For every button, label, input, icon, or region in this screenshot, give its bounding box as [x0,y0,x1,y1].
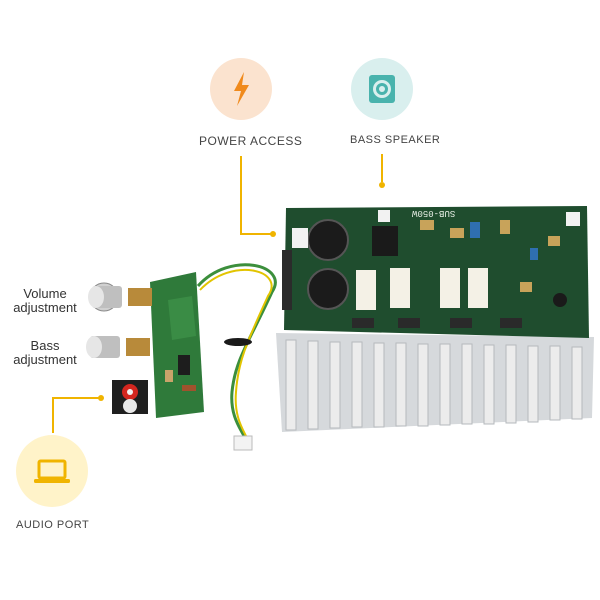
audio-leader-horizontal [52,397,100,399]
control-pcb [150,272,204,418]
bass-leader-vertical [381,154,383,182]
rca-jack-white [123,399,137,413]
bass-label-line2: adjustment [13,352,77,367]
twisted-cable [196,263,277,437]
power-resistor-2 [390,268,410,308]
bass-knob-shaft [126,338,150,356]
audio-port-label: AUDIO PORT [16,519,90,531]
volume-knob-shaft [128,288,152,306]
power-leader-dot [270,231,276,237]
heatsink-fins [285,339,583,431]
volume-adjustment-label: Volume adjustment [6,287,84,315]
filter-capacitor-1 [307,219,349,261]
power-resistor-3 [440,268,460,308]
rca-jack-body [112,380,148,414]
volume-label-line2: adjustment [13,300,77,315]
audio-leader-vertical [52,397,54,433]
bass-knob [90,336,120,358]
bass-leader-dot [379,182,385,188]
power-leader-horizontal [240,233,272,235]
bass-label-line1: Bass [30,338,60,353]
power-access-badge [210,58,272,120]
audio-leader-dot [98,395,104,401]
bass-speaker-badge [351,58,413,120]
amplifier-pcb [284,206,589,338]
power-access-label: POWER ACCESS [199,134,303,148]
power-resistor-1 [356,270,376,310]
filter-capacitor-2 [307,268,349,310]
laptop-icon [34,459,70,483]
speaker-icon [369,75,395,103]
cable-connector [233,435,253,451]
volume-label-line1: Volume [23,286,67,301]
bass-adjustment-label: Bass adjustment [6,339,84,367]
power-leader-vertical [240,156,242,234]
heatsink [276,333,594,432]
board-model-marking: SUB-050W [412,208,456,218]
volume-knob [89,282,119,312]
audio-port-badge [16,435,88,507]
rca-jack-red [122,384,138,400]
lightning-bolt-icon [234,72,249,106]
power-resistor-4 [468,268,488,308]
bass-speaker-label: BASS SPEAKER [350,134,441,146]
